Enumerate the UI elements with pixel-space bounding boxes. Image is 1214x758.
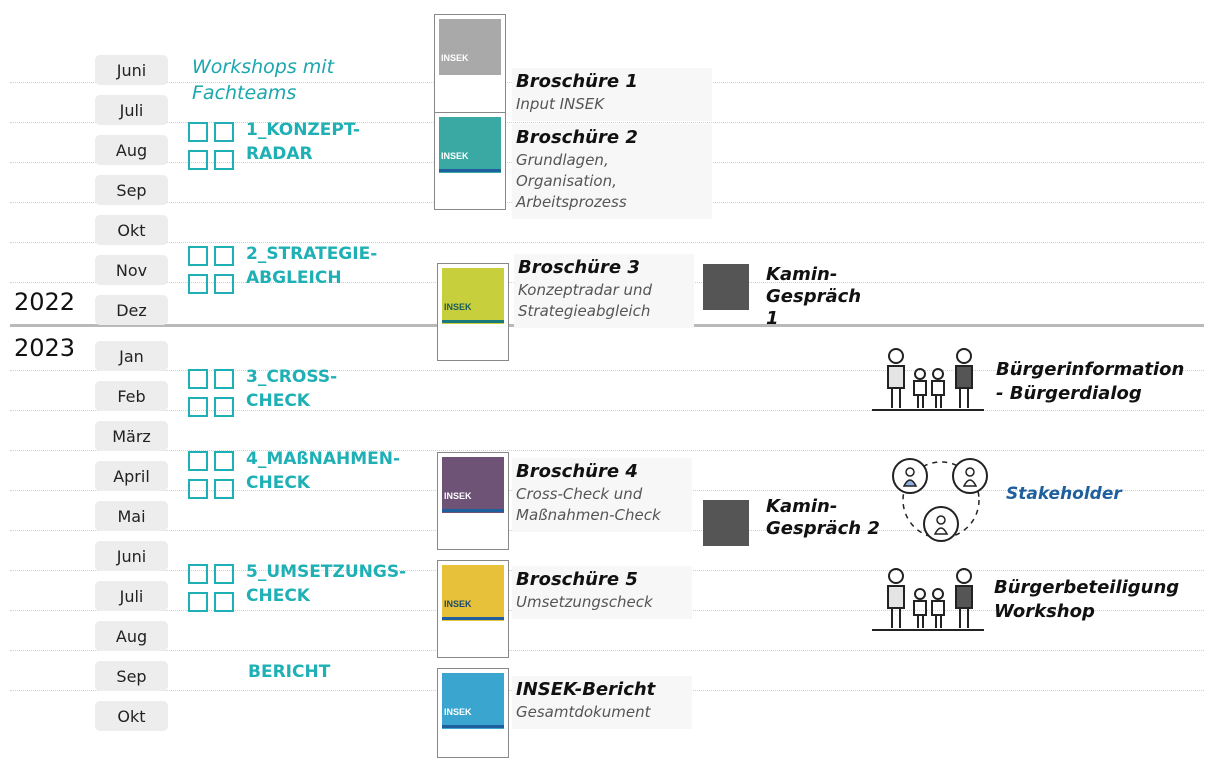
year-label-2023: 2023: [14, 334, 76, 362]
workshop-phase-label: 5_UMSETZUNGS- CHECK: [246, 562, 407, 606]
workshop-phase-label: 4_MAßNAHMEN- CHECK: [246, 449, 401, 493]
brochure-subtitle: Grundlagen, Organisation, Arbeitsprozess: [516, 151, 627, 211]
cover-bar: [442, 509, 504, 512]
row-line: [10, 450, 1204, 451]
workshop-phase-5: 5_UMSETZUNGS- CHECK: [188, 562, 428, 616]
year-label-2022: 2022: [14, 288, 76, 316]
month-label: Sep: [95, 175, 168, 205]
month-label: Sep: [95, 661, 168, 691]
month-label: Juni: [95, 541, 168, 571]
cover-art: [442, 457, 504, 513]
cover-art: [442, 565, 504, 621]
brochure-subtitle: Umsetzungscheck: [516, 593, 653, 611]
brochure-subtitle: Cross-Check und Maßnahmen-Check: [516, 485, 661, 524]
workshop-phase-label: 1_KONZEPT- RADAR: [246, 120, 360, 164]
brochure-subtitle: Konzeptradar und Strategieabgleich: [518, 281, 653, 320]
workshop-boxes-icon: [188, 122, 240, 174]
brochure-cover-6: INSEK: [437, 668, 509, 758]
workshop-boxes-icon: [188, 369, 240, 421]
cover-bar: [442, 725, 504, 728]
month-label: April: [95, 461, 168, 491]
workshop-phase-label: 2_STRATEGIE- ABGLEICH: [246, 244, 378, 288]
brochure-title: Broschüre 4: [516, 461, 638, 482]
brochure-cover-3: INSEK: [437, 263, 509, 361]
month-label: Aug: [95, 621, 168, 651]
cover-art: [442, 673, 504, 729]
cover-art: [442, 268, 504, 324]
cover-title: INSEK: [444, 491, 472, 501]
family-icon: [872, 348, 984, 411]
brochure-subtitle: Gesamtdokument: [516, 703, 651, 721]
workshop-phase-4: 4_MAßNAHMEN- CHECK: [188, 449, 428, 503]
workshop-phase-3: 3_CROSS- CHECK: [188, 367, 388, 421]
cover-art: [439, 19, 501, 75]
workshops-heading: Workshops mit Fachteams: [192, 56, 335, 104]
kamin-marker: [703, 500, 749, 546]
month-label: Feb: [95, 381, 168, 411]
brochure-cover-1: INSEK: [434, 14, 506, 126]
row-line: [10, 650, 1204, 651]
month-label: Jan: [95, 341, 168, 371]
month-label: Juli: [95, 95, 168, 125]
workshop-phase-2: 2_STRATEGIE- ABGLEICH: [188, 244, 388, 298]
brochure-label-2: Broschüre 2 Grundlagen, Organisation, Ar…: [512, 124, 712, 219]
cover-bar: [442, 617, 504, 620]
cover-bar: [439, 169, 501, 172]
cover-title: INSEK: [444, 599, 472, 609]
stakeholder-icon: [892, 458, 988, 542]
brochure-cover-4: INSEK: [437, 452, 509, 550]
family-icon: [872, 568, 984, 631]
brochure-label-6: INSEK-Bericht Gesamtdokument: [512, 676, 692, 729]
stakeholder-label: Stakeholder: [1006, 484, 1122, 504]
brochure-cover-5: INSEK: [437, 560, 509, 658]
row-line: [10, 242, 1204, 243]
month-label: März: [95, 421, 168, 451]
brochure-title: INSEK-Bericht: [516, 679, 656, 700]
cover-bar: [442, 320, 504, 323]
buergerinformation-label: Bürgerinformation - Bürgerdialog: [996, 359, 1185, 404]
buergerbeteiligung-label: Bürgerbeteiligung Workshop: [994, 577, 1180, 622]
row-line: [10, 370, 1204, 371]
month-label: Okt: [95, 701, 168, 731]
kamin-gespraech-2: Kamin- Gespräch 2: [766, 496, 880, 539]
month-label: Dez: [95, 295, 168, 325]
month-label: Okt: [95, 215, 168, 245]
month-label: Mai: [95, 501, 168, 531]
month-label: Aug: [95, 135, 168, 165]
row-line: [10, 410, 1204, 411]
brochure-cover-2: INSEK: [434, 112, 506, 210]
workshop-boxes-icon: [188, 451, 240, 503]
month-label: Juni: [95, 55, 168, 85]
cover-title: INSEK: [441, 53, 469, 63]
brochure-subtitle: Input INSEK: [516, 95, 605, 113]
brochure-title: Broschüre 1: [516, 71, 638, 92]
workshop-boxes-icon: [188, 246, 240, 298]
month-label: Nov: [95, 255, 168, 285]
brochure-title: Broschüre 2: [516, 127, 638, 148]
brochure-title: Broschüre 3: [518, 257, 640, 278]
month-label: Juli: [95, 581, 168, 611]
cover-title: INSEK: [444, 707, 472, 717]
brochure-label-5: Broschüre 5 Umsetzungscheck: [512, 566, 692, 619]
row-line: [10, 122, 1204, 123]
brochure-label-3: Broschüre 3 Konzeptradar und Strategieab…: [514, 254, 694, 328]
workshop-phase-label: 3_CROSS- CHECK: [246, 367, 338, 411]
brochure-title: Broschüre 5: [516, 569, 638, 590]
cover-title: INSEK: [444, 302, 472, 312]
workshop-boxes-icon: [188, 564, 240, 616]
kamin-gespraech-1: Kamin- Gespräch 1: [766, 264, 862, 329]
bericht-label: BERICHT: [248, 662, 331, 682]
brochure-label-4: Broschüre 4 Cross-Check und Maßnahmen-Ch…: [512, 458, 692, 532]
kamin-marker: [703, 264, 749, 310]
cover-title: INSEK: [441, 151, 469, 161]
cover-art: [439, 117, 501, 173]
workshop-phase-1: 1_KONZEPT- RADAR: [188, 120, 388, 174]
brochure-label-1: Broschüre 1 Input INSEK: [512, 68, 712, 121]
